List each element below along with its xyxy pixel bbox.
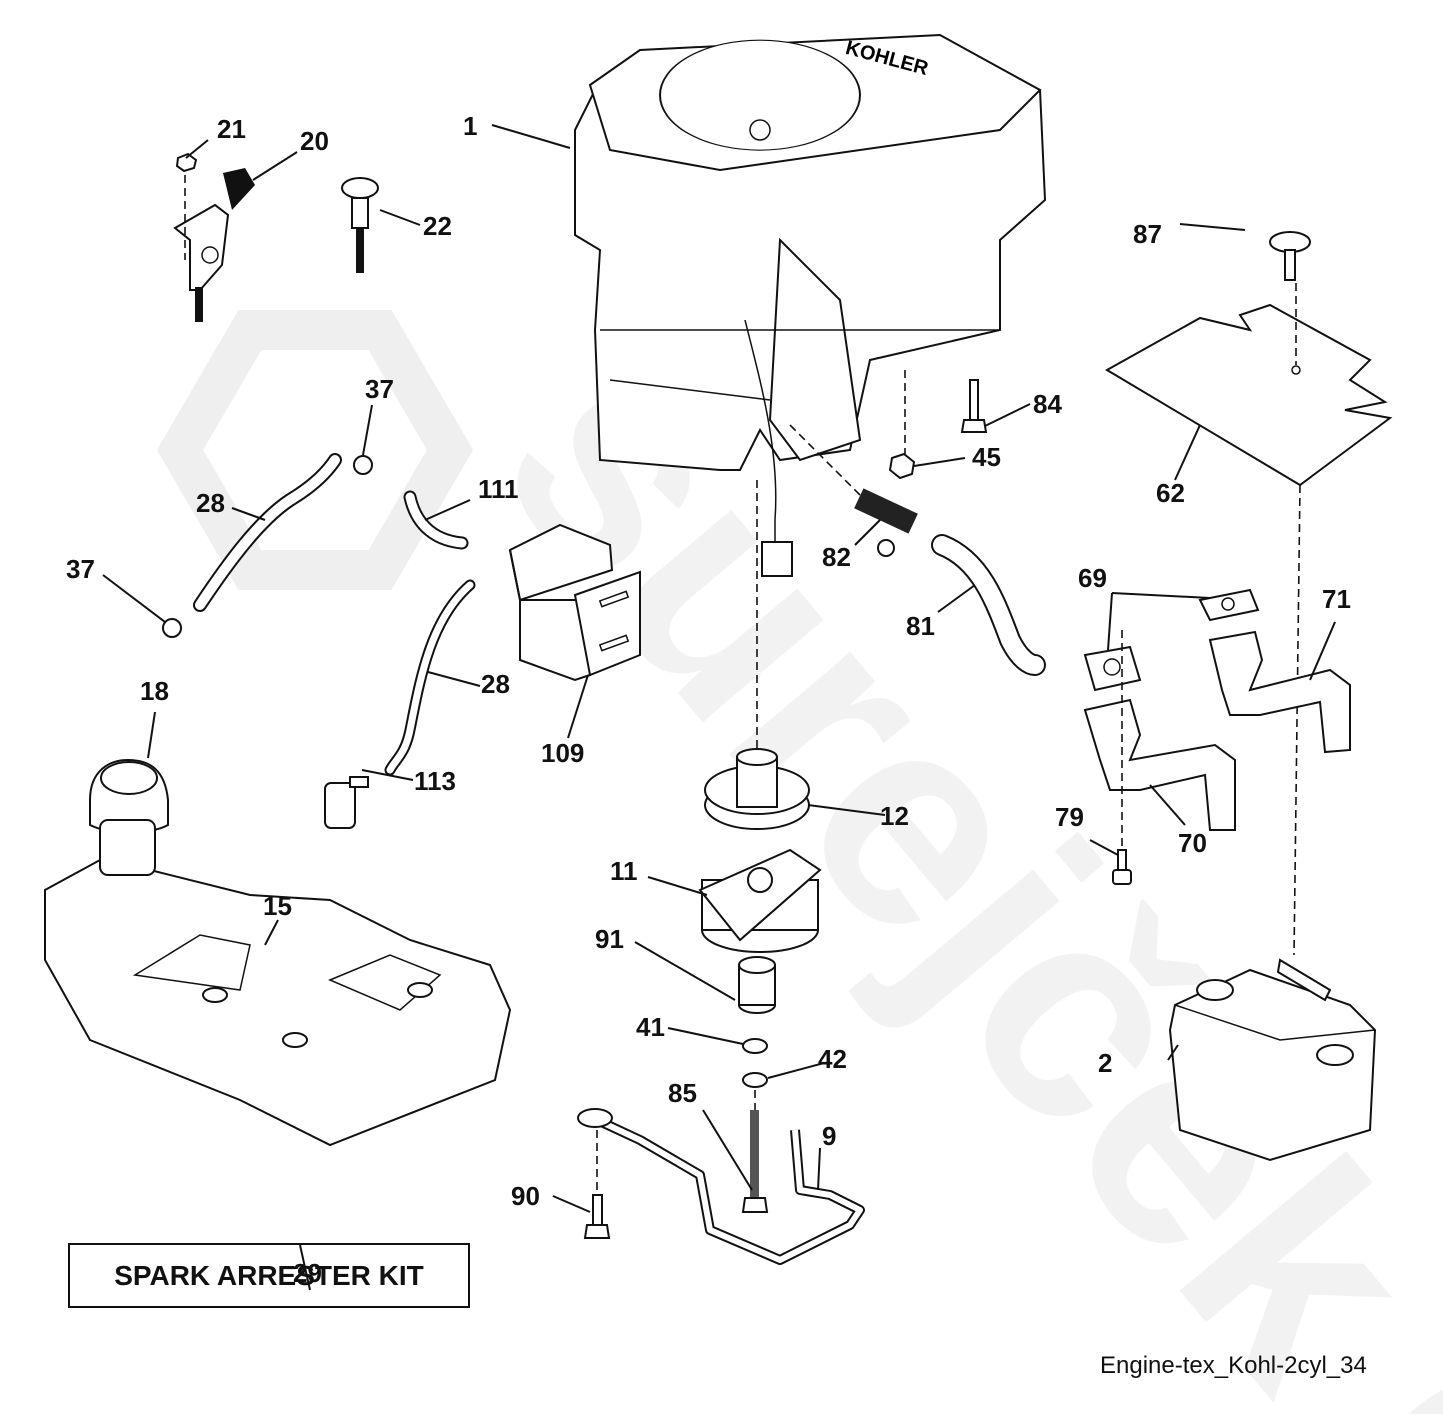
rod-part[interactable] xyxy=(577,1108,865,1265)
callout-42[interactable]: 42 xyxy=(818,1044,847,1074)
callout-11[interactable]: 11 xyxy=(610,856,638,886)
fuel-hose-lower-part[interactable] xyxy=(384,579,476,776)
spacer-part[interactable] xyxy=(738,956,776,1014)
fuel-tank-part[interactable] xyxy=(44,819,512,1147)
callout-15[interactable]: 15 xyxy=(263,891,292,921)
connector-part[interactable] xyxy=(761,541,793,577)
callout-113[interactable]: 113 xyxy=(414,766,456,796)
callout-111[interactable]: 111 xyxy=(478,474,519,504)
choke-knob-part[interactable] xyxy=(341,177,379,273)
gasket-part[interactable] xyxy=(1198,588,1260,622)
hose-81-part[interactable] xyxy=(931,534,1046,676)
screw-79-part[interactable] xyxy=(1112,849,1132,885)
pulley-part[interactable] xyxy=(704,748,810,830)
callout-85[interactable]: 85 xyxy=(668,1078,697,1108)
callout-62[interactable]: 62 xyxy=(1156,478,1185,508)
shield-dash-line xyxy=(1293,484,1301,956)
callout-90[interactable]: 90 xyxy=(511,1181,540,1211)
callout-22[interactable]: 22 xyxy=(423,211,452,241)
oil-drain-valve-part[interactable] xyxy=(854,488,918,557)
engine-part[interactable]: KOHLER xyxy=(574,33,1047,471)
bolt-84-part[interactable] xyxy=(960,379,988,433)
callout-29[interactable]: 29 xyxy=(293,1258,322,1288)
fitting-part[interactable] xyxy=(324,776,369,829)
callout-9[interactable]: 9 xyxy=(822,1121,836,1151)
washer-part[interactable] xyxy=(742,1038,768,1054)
callout-1[interactable]: 1 xyxy=(463,111,477,141)
hose-111-part[interactable] xyxy=(403,490,469,550)
callout-109[interactable]: 109 xyxy=(541,738,584,768)
callout-37-lower[interactable]: 37 xyxy=(66,554,95,584)
callout-82[interactable]: 82 xyxy=(822,542,851,572)
exhaust-pipe-70-part[interactable] xyxy=(1083,698,1236,831)
bolt-90-part[interactable] xyxy=(583,1194,611,1239)
callout-labels: 1 2 9 11 12 15 18 20 21 22 28 28 29 37 3… xyxy=(66,111,1351,1288)
callout-84[interactable]: 84 xyxy=(1033,389,1062,419)
callout-81[interactable]: 81 xyxy=(906,611,935,641)
lock-washer-part[interactable] xyxy=(742,1072,768,1088)
callout-2[interactable]: 2 xyxy=(1098,1048,1112,1078)
drain-dash-line xyxy=(789,424,861,496)
callout-28-lower[interactable]: 28 xyxy=(481,669,510,699)
bolt-85-part[interactable] xyxy=(741,1110,769,1213)
heat-shield-part[interactable] xyxy=(1105,303,1393,487)
throttle-control-part[interactable] xyxy=(173,168,255,322)
canister-part[interactable] xyxy=(508,523,641,682)
callout-37-upper[interactable]: 37 xyxy=(365,374,394,404)
diagram-reference-code: Engine-tex_Kohl-2cyl_34 xyxy=(1100,1352,1367,1379)
clamp-upper-part[interactable] xyxy=(353,455,373,475)
knob-part[interactable] xyxy=(1269,231,1311,281)
leader-lines xyxy=(102,124,1336,1291)
callout-12[interactable]: 12 xyxy=(880,801,909,831)
gasket-part-2[interactable] xyxy=(1083,645,1142,692)
callout-18[interactable]: 18 xyxy=(140,676,169,706)
callout-71[interactable]: 71 xyxy=(1322,584,1351,614)
callout-69[interactable]: 69 xyxy=(1078,563,1107,593)
exhaust-pipe-71-part[interactable] xyxy=(1208,630,1351,754)
callout-28-upper[interactable]: 28 xyxy=(196,488,225,518)
callout-21[interactable]: 21 xyxy=(217,114,246,144)
callout-41[interactable]: 41 xyxy=(636,1012,665,1042)
callout-70[interactable]: 70 xyxy=(1178,828,1207,858)
callout-91[interactable]: 91 xyxy=(595,924,624,954)
callout-87[interactable]: 87 xyxy=(1133,219,1162,249)
spark-arrester-kit-box[interactable]: SPARK ARRESTER KIT xyxy=(68,1243,470,1308)
callout-45[interactable]: 45 xyxy=(972,442,1001,472)
wire-harness xyxy=(744,319,777,545)
callout-20[interactable]: 20 xyxy=(300,126,329,156)
screw-part[interactable] xyxy=(175,152,198,260)
muffler-part[interactable] xyxy=(1168,958,1377,1162)
callout-79[interactable]: 79 xyxy=(1055,802,1084,832)
fuel-hose-upper-part[interactable] xyxy=(193,453,342,612)
clamp-lower-part[interactable] xyxy=(162,618,182,638)
electric-clutch-part[interactable] xyxy=(698,848,822,953)
nut-part[interactable] xyxy=(888,452,916,480)
fuel-cap-part[interactable] xyxy=(89,758,169,834)
